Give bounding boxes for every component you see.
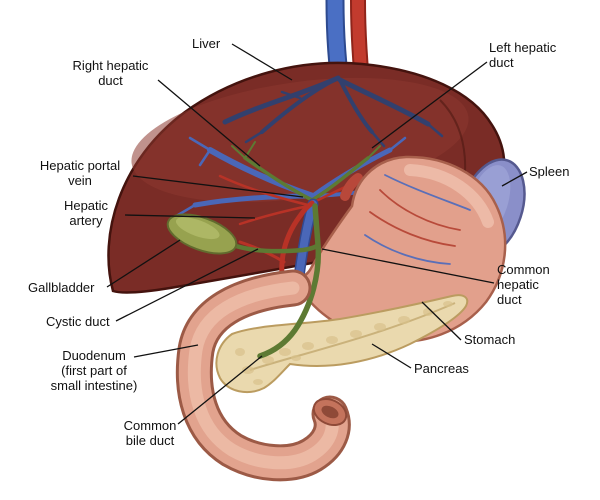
pancreas-group [215,294,469,394]
label-hepatic-artery: Hepatic artery [63,198,109,228]
stomach-artery [379,189,461,231]
label-stomach: Stomach [464,332,516,347]
leader-common-bile-duct [177,355,263,425]
leader-hepatic-artery [124,214,256,219]
leader-stomach [421,301,462,341]
hepatic-vein-twigs [244,90,444,148]
label-spleen: Spleen [529,164,570,179]
leader-liver [231,43,293,81]
leader-pancreas [371,343,412,369]
leader-duodenum [133,344,199,358]
pancreas-lobules [235,301,453,385]
leader-spleen [501,171,528,187]
gallbladder-highlight [175,217,220,240]
label-cystic-duct: Cystic duct [46,314,110,329]
duodenum-group [175,269,351,482]
leader-gallbladder [106,239,181,288]
duodenum-cut-end [312,397,348,427]
cystic-duct-shape [233,242,321,254]
stomach-vein [364,234,451,265]
label-liver: Liver [192,36,221,51]
leader-right-hepatic-duct [157,79,261,167]
label-duodenum: Duodenum (first part of small intestine) [50,348,138,393]
left-hepatic-duct-shape [310,156,370,202]
artery-branch [238,204,310,226]
artery-branch [218,174,310,207]
esophagus [340,173,363,201]
common-hepatic-and-bile-duct-shape [257,203,322,359]
stomach-vessels [364,174,471,265]
stomach-vein [384,174,471,211]
label-left-hepatic-duct: Left hepatic duct [489,40,557,70]
label-common-bile-duct: Common bile duct [123,418,177,448]
label-common-hepatic-duct: Common hepatic duct [497,262,550,307]
label-hepatic-portal-vein: Hepatic portal vein [39,158,121,188]
portal-twigs [176,136,430,217]
hepatic-vein-branch [260,76,340,134]
stomach-highlight [404,164,494,228]
label-pancreas: Pancreas [414,361,469,376]
portal-branch [207,147,316,199]
gallbladder-group [166,213,238,255]
stomach-artery [369,211,456,247]
leader-lines [106,43,528,425]
label-gallbladder: Gallbladder [28,280,95,295]
duodenum-highlight [187,281,339,470]
hepatic-vein-branch [337,77,431,127]
hepatic-veins [222,75,444,148]
right-hepatic-duct-shape [243,156,314,202]
leader-common-hepatic-duct [321,248,495,284]
hepatic-vein-branch [338,78,374,134]
label-right-hepatic-duct: Right hepatic duct [72,58,149,88]
leader-left-hepatic-duct [371,61,488,149]
leader-cystic-duct [115,248,259,322]
leader-hepatic-portal-vein [132,175,304,198]
